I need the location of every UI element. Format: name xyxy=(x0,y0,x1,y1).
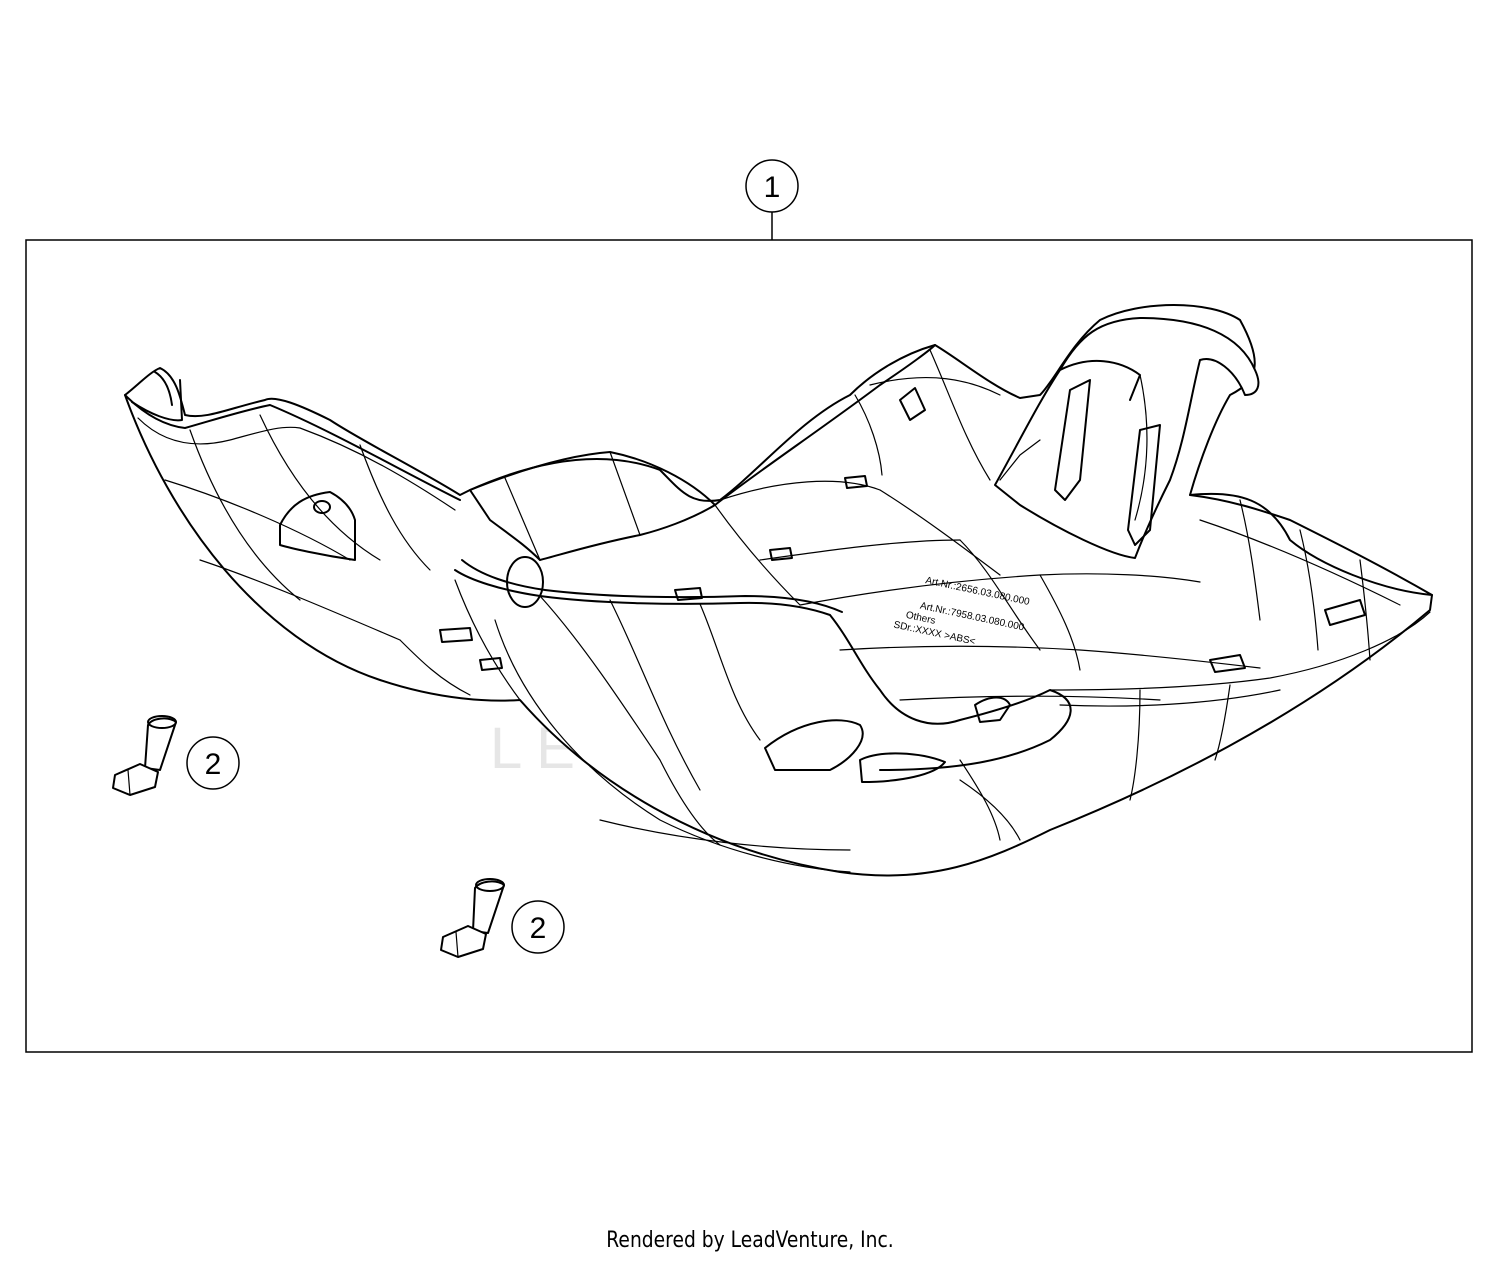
parts-frame xyxy=(25,239,1473,1053)
skid-plate-drawing: Art.Nr.:2656.03.080.000 Art.Nr.:7958.03.… xyxy=(124,304,1433,877)
callout-2-a[interactable]: 2 xyxy=(186,736,240,790)
bolt-a xyxy=(112,715,177,796)
callout-2-a-label: 2 xyxy=(205,748,222,781)
footer-credit: Rendered by LeadVenture, Inc. xyxy=(606,1228,894,1253)
callout-2-b[interactable]: 2 xyxy=(511,900,565,954)
callout-1-label: 1 xyxy=(764,171,781,204)
callout-1[interactable]: 1 xyxy=(745,159,799,240)
callout-2-b-label: 2 xyxy=(530,912,547,945)
bolt-b xyxy=(440,878,505,958)
